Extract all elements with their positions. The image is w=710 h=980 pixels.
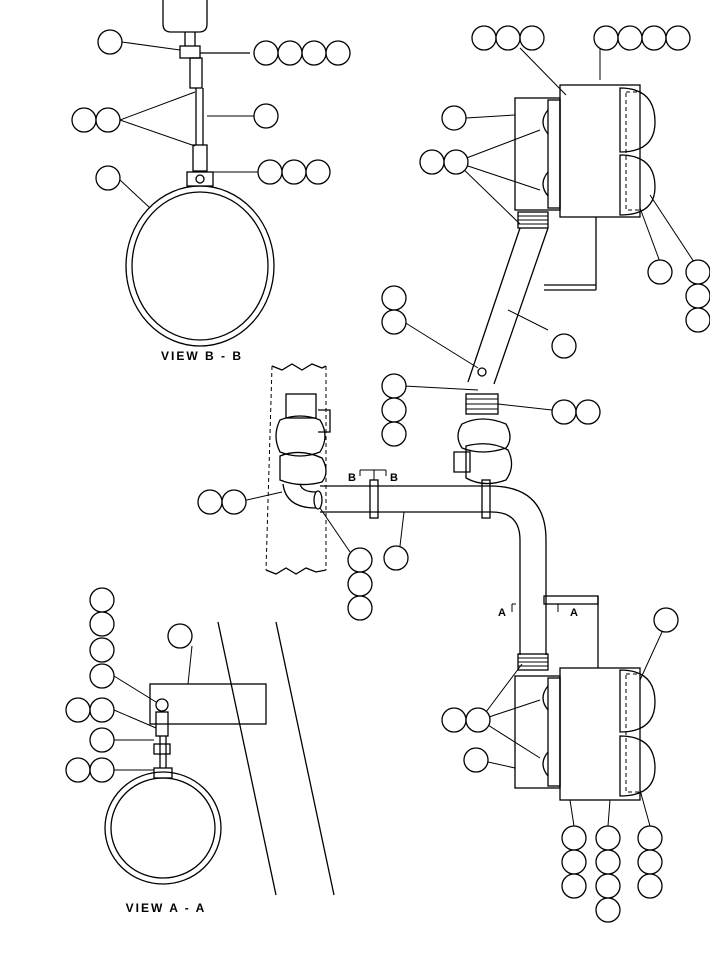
view-a-a-label: VIEW A - A — [126, 901, 207, 915]
view-b-b-detail: VIEW B - B — [71, 0, 351, 363]
section-b-left: B — [348, 472, 356, 484]
view-a-a-detail: VIEW A - A — [65, 587, 335, 915]
section-a-left: A — [498, 607, 506, 619]
lower-muffler: A A — [441, 595, 679, 923]
upper-exhaust-pipe — [381, 227, 601, 485]
view-b-b-label: VIEW B - B — [161, 349, 243, 363]
upper-muffler — [419, 25, 710, 333]
main-exhaust-pipe: B B — [319, 469, 547, 621]
engine-left-turbo — [197, 363, 331, 575]
section-a-right: A — [570, 607, 578, 619]
section-b-right: B — [390, 472, 398, 484]
